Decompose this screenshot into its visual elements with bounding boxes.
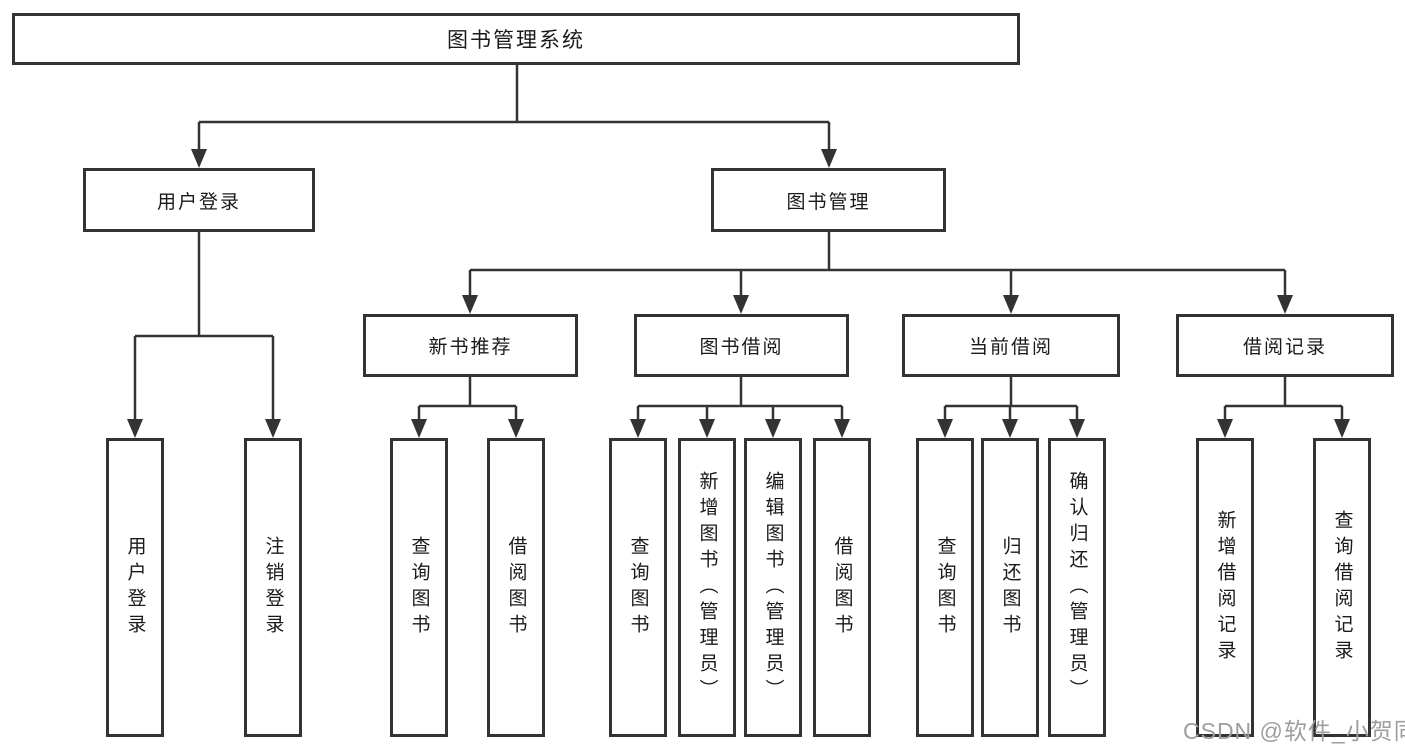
node-book-management: 图书管理 — [711, 168, 946, 232]
node-label: 用户登录 — [156, 191, 241, 213]
leaf-label: 编辑图书（管理员） — [762, 470, 784, 705]
leaf-edit-books-admin: 编辑图书（管理员） — [744, 438, 802, 737]
leaf-borrow-books-borrowing: 借阅图书 — [813, 438, 871, 737]
node-label: 图书管理系统 — [447, 29, 585, 52]
connector-borrowing-records-to-leaves — [1217, 377, 1350, 438]
connector-book-management-to-level3 — [462, 232, 1293, 314]
leaf-label: 用户登录 — [124, 535, 146, 640]
leaf-borrow-books-recommend: 借阅图书 — [487, 438, 545, 737]
leaf-query-books-current: 查询图书 — [916, 438, 974, 737]
connector-user-login-to-leaves — [127, 232, 281, 438]
leaf-add-borrow-record: 新增借阅记录 — [1196, 438, 1254, 737]
leaf-query-borrow-record: 查询借阅记录 — [1313, 438, 1371, 737]
leaf-return-books: 归还图书 — [981, 438, 1039, 737]
leaf-user-login: 用户登录 — [106, 438, 164, 737]
leaf-confirm-return-admin: 确认归还（管理员） — [1048, 438, 1106, 737]
leaf-label: 查询图书 — [408, 535, 430, 640]
node-label: 图书借阅 — [699, 337, 784, 358]
leaf-label: 查询借阅记录 — [1331, 509, 1353, 666]
connector-current-borrowing-to-leaves — [937, 377, 1085, 438]
leaf-label: 新增图书（管理员） — [696, 470, 718, 705]
leaf-query-books-recommend: 查询图书 — [390, 438, 448, 737]
connector-root-to-level2 — [191, 64, 837, 168]
node-current-borrowing: 当前借阅 — [902, 314, 1120, 377]
leaf-label: 新增借阅记录 — [1214, 509, 1236, 666]
leaf-label: 查询图书 — [627, 535, 649, 640]
leaf-query-books-borrowing: 查询图书 — [609, 438, 667, 737]
leaf-add-books-admin: 新增图书（管理员） — [678, 438, 736, 737]
leaf-label: 借阅图书 — [831, 535, 853, 640]
node-label: 图书管理 — [786, 191, 871, 213]
node-user-login: 用户登录 — [83, 168, 315, 232]
node-new-book-recommendation: 新书推荐 — [363, 314, 578, 377]
node-label: 借阅记录 — [1242, 337, 1327, 358]
node-label: 当前借阅 — [968, 337, 1053, 358]
node-book-borrowing: 图书借阅 — [634, 314, 849, 377]
leaf-label: 确认归还（管理员） — [1066, 470, 1088, 705]
connector-new-book-to-leaves — [411, 377, 524, 438]
node-label: 新书推荐 — [428, 337, 513, 358]
node-library-management-system: 图书管理系统 — [12, 13, 1020, 65]
node-borrowing-records: 借阅记录 — [1176, 314, 1394, 377]
leaf-label: 借阅图书 — [505, 535, 527, 640]
leaf-label: 查询图书 — [934, 535, 956, 640]
leaf-logout-login: 注销登录 — [244, 438, 302, 737]
leaf-label: 归还图书 — [999, 535, 1021, 640]
csdn-watermark: CSDN @软件_小贺同学 — [1183, 718, 1405, 744]
connector-book-borrowing-to-leaves — [630, 377, 850, 438]
leaf-label: 注销登录 — [262, 535, 284, 640]
